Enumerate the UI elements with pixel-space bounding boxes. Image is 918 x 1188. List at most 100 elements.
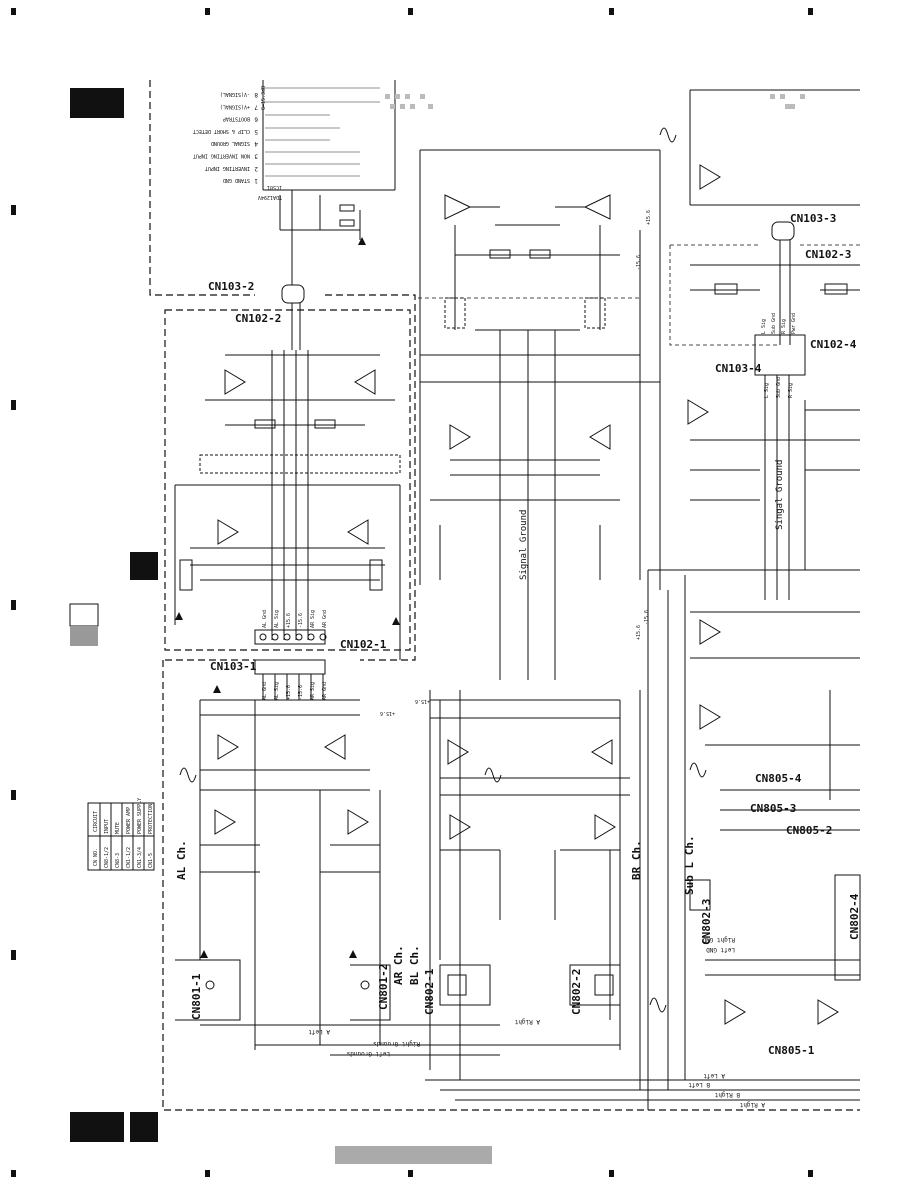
dotted-marks	[385, 94, 805, 109]
cn103-pin-label: AL Gnd	[262, 682, 268, 700]
a-left-label: A Left	[308, 1028, 330, 1035]
rail-plus-low2: +15.6	[415, 698, 430, 704]
cn801-boxes	[175, 950, 621, 1021]
ic501-pin-number: 2	[254, 165, 258, 172]
index-box-grey	[70, 626, 98, 646]
bl-ch-label: BL Ch.	[408, 945, 421, 985]
page-tab-bottom-right	[130, 1112, 158, 1142]
rail-plus-low: +15.6	[380, 710, 395, 716]
signal-ground-center: Signal Ground	[519, 510, 529, 580]
cn103-pin-label: AR Sig	[310, 682, 316, 700]
cn103-4-label: CN103-4	[715, 362, 762, 375]
ic501-block	[262, 80, 396, 285]
rail-minus-top: -15.6	[636, 255, 642, 270]
ic501-pin-number: 1	[254, 177, 258, 184]
right-grounds-label: Right Grounds	[373, 1040, 420, 1047]
cn103-pin-label: +15.6	[286, 685, 292, 700]
cn802-3-label: CN802-3	[700, 899, 713, 945]
circuit-table-header: CIRCUIT	[93, 811, 99, 832]
cn103-4-pin-label: Sub Gnd	[776, 377, 782, 398]
b-right-bus-label: B Right	[714, 1091, 740, 1098]
ic501-pin-number: 3	[254, 153, 258, 160]
lower-amp-section	[199, 685, 860, 1101]
ic501-pin-label: -V(SIGNAL)	[220, 91, 250, 97]
ic501-pin-label: NON INVERTING INPUT	[193, 153, 250, 159]
rail-plus-top: +15.6	[646, 210, 652, 225]
a-right-bus-label: A Right	[739, 1101, 765, 1108]
cn102-4-label: CN102-4	[810, 338, 857, 351]
subl-ch-label: Sub L Ch.	[683, 835, 696, 895]
cn102-3-label: CN102-3	[805, 248, 851, 261]
index-box-light	[69, 603, 99, 627]
cn102-1-header	[254, 629, 327, 645]
cn102-1-label: CN102-1	[340, 638, 387, 651]
cn102-4-pin-label: L Sig	[761, 319, 767, 334]
a-right-label: A Right	[514, 1018, 540, 1025]
cn103-2-label: CN103-2	[208, 280, 254, 293]
cn102-4-pin-labels: L Sig Sub Gnd R Sig Pwr Gnd	[761, 313, 797, 334]
cn103-pin-label: AR Gnd	[322, 682, 328, 700]
cn102-2-label: CN102-2	[235, 312, 281, 325]
circuit-table-cell: CN1-1/2	[126, 847, 132, 868]
right-upper-block	[687, 89, 860, 600]
cn102-4-pin-label: Sub Gnd	[771, 313, 777, 334]
cn102-4-pin-label: Pwr Gnd	[791, 313, 797, 334]
cn102-pin-label: AR Gnd	[322, 610, 328, 628]
frame-marks	[11, 8, 813, 1177]
ic501-pin-label: STAND GND	[223, 177, 250, 183]
cn103-4-pin-label: L Sig	[764, 383, 770, 398]
ic501-pin-number: 8	[254, 91, 258, 98]
cn103-4-pin-labels: L Sig Sub Gnd R Sig	[764, 377, 794, 398]
right-gnd-label: Right GND	[702, 936, 735, 943]
rail-plus-mid: +15.6	[636, 625, 642, 640]
cn805-4-label: CN805-4	[755, 772, 802, 785]
cn802-2-label: CN802-2	[570, 969, 583, 1015]
board-outlines	[149, 80, 860, 1111]
page-tab-bottom-left	[70, 1112, 124, 1142]
cn805-1-label: CN805-1	[768, 1044, 815, 1057]
cn805-2-label: CN805-2	[786, 824, 832, 837]
cn102-4-pin-label: R Sig	[781, 319, 787, 334]
circuit-table-cell: CN1-3/4	[137, 847, 143, 868]
circuit-table-cell: CN1-5	[148, 853, 154, 868]
circuit-table-cell: PROTECTION	[148, 804, 154, 834]
ic501-pin-label: SIGNAL GROUND	[211, 140, 250, 146]
ic501-part: TDA1294V	[258, 194, 282, 200]
cn102-pin-label: -15.6	[298, 613, 304, 628]
cn102-pin-label: AL Sig	[274, 610, 280, 628]
circuit-table-cell: POWER SUPPLY	[137, 798, 143, 834]
al-ch-label: AL Ch.	[175, 840, 188, 880]
cn801-2-label: CN801-2	[377, 964, 390, 1010]
left-gnd-label: Left GND	[706, 946, 735, 953]
circuit-table	[87, 802, 155, 871]
br-ch-label: BR Ch.	[630, 840, 643, 880]
cn102-pin-label: +15.6	[286, 613, 292, 628]
left-grounds-label: Left Grounds	[346, 1050, 390, 1057]
cn103-pin-label: AL Sig	[274, 682, 280, 700]
sine-glyphs	[179, 127, 707, 1013]
ar-ch-label: AR Ch.	[392, 945, 405, 985]
circuit-table-cell: CN8-3	[115, 853, 121, 868]
cn802-4-label: CN802-4	[848, 893, 861, 940]
cn103-1-header	[254, 659, 326, 700]
cn103-1-label: CN103-1	[210, 660, 257, 673]
footer-bar	[335, 1146, 492, 1164]
b-left-bus-label: B Left	[688, 1081, 710, 1088]
signal-ground-right: Singal Ground	[775, 460, 785, 530]
rail-minus-mid: -15.6	[644, 610, 650, 625]
ic501-pin-label: CLIP & SHORT DETECT	[193, 128, 250, 134]
cn801-1-label: CN801-1	[190, 973, 203, 1020]
a-left-bus-label: A Left	[703, 1072, 725, 1079]
cn102-pin-label: AL Gnd	[262, 610, 268, 628]
cn103-4-pin-label: R Sig	[788, 383, 794, 398]
ic501-pin-label: BOOTSTRAP	[223, 116, 250, 122]
circuit-table-cell: INPUT	[104, 819, 110, 834]
circuit-table-header: CN NO.	[93, 848, 99, 866]
cn103-3-label: CN103-3	[790, 212, 836, 225]
ic501-pin-label: INVERTING INPUT	[205, 165, 250, 171]
page-tab-top	[70, 88, 124, 118]
